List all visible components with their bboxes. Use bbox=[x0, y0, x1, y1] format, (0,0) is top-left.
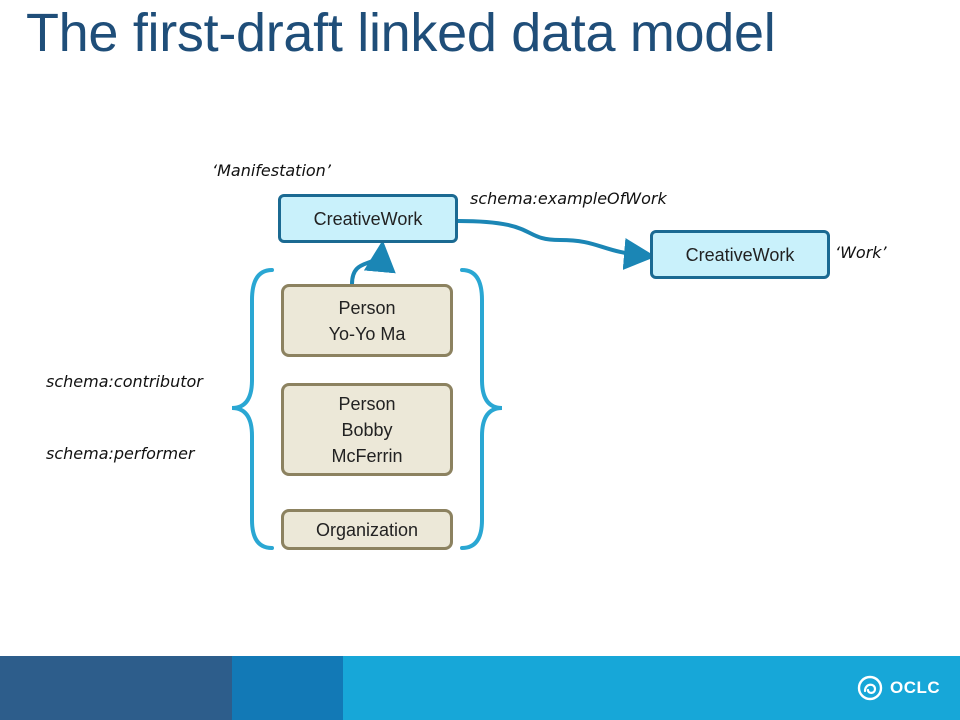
organization-node: Organization bbox=[281, 509, 453, 550]
example-of-work-label: schema:exampleOfWork bbox=[470, 189, 667, 208]
performer-arrow bbox=[350, 240, 396, 285]
oclc-logo-icon bbox=[857, 675, 883, 701]
right-brace bbox=[460, 268, 503, 550]
creative-work-manifestation-node: CreativeWork bbox=[278, 194, 458, 243]
manifestation-label: ‘Manifestation’ bbox=[212, 161, 331, 180]
footer-band-mid bbox=[232, 656, 343, 720]
work-label: ‘Work’ bbox=[835, 243, 887, 262]
person-yoyo-ma-node: Person Yo-Yo Ma bbox=[281, 284, 453, 357]
person-yoyo-ma-type: Person bbox=[338, 297, 396, 318]
person-bobby-mcferrin-type: Person bbox=[338, 393, 396, 414]
person-yoyo-ma-name: Yo-Yo Ma bbox=[328, 323, 406, 344]
footer-band-dark bbox=[0, 656, 232, 720]
slide-title: The first-draft linked data model bbox=[26, 3, 776, 63]
footer-band-light bbox=[343, 656, 960, 720]
contributor-label: schema:contributor bbox=[46, 372, 203, 391]
oclc-logo-text: OCLC bbox=[890, 678, 941, 697]
person-bobby-mcferrin-node: Person Bobby McFerrin bbox=[281, 383, 453, 476]
example-of-work-arrow bbox=[457, 219, 656, 270]
person-bobby-mcferrin-last-name: McFerrin bbox=[331, 445, 403, 466]
oclc-logo: OCLC bbox=[856, 674, 940, 702]
creative-work-work-node: CreativeWork bbox=[650, 230, 830, 279]
performer-label: schema:performer bbox=[46, 444, 195, 463]
left-brace bbox=[231, 268, 274, 550]
person-bobby-mcferrin-first-name: Bobby bbox=[341, 419, 393, 440]
